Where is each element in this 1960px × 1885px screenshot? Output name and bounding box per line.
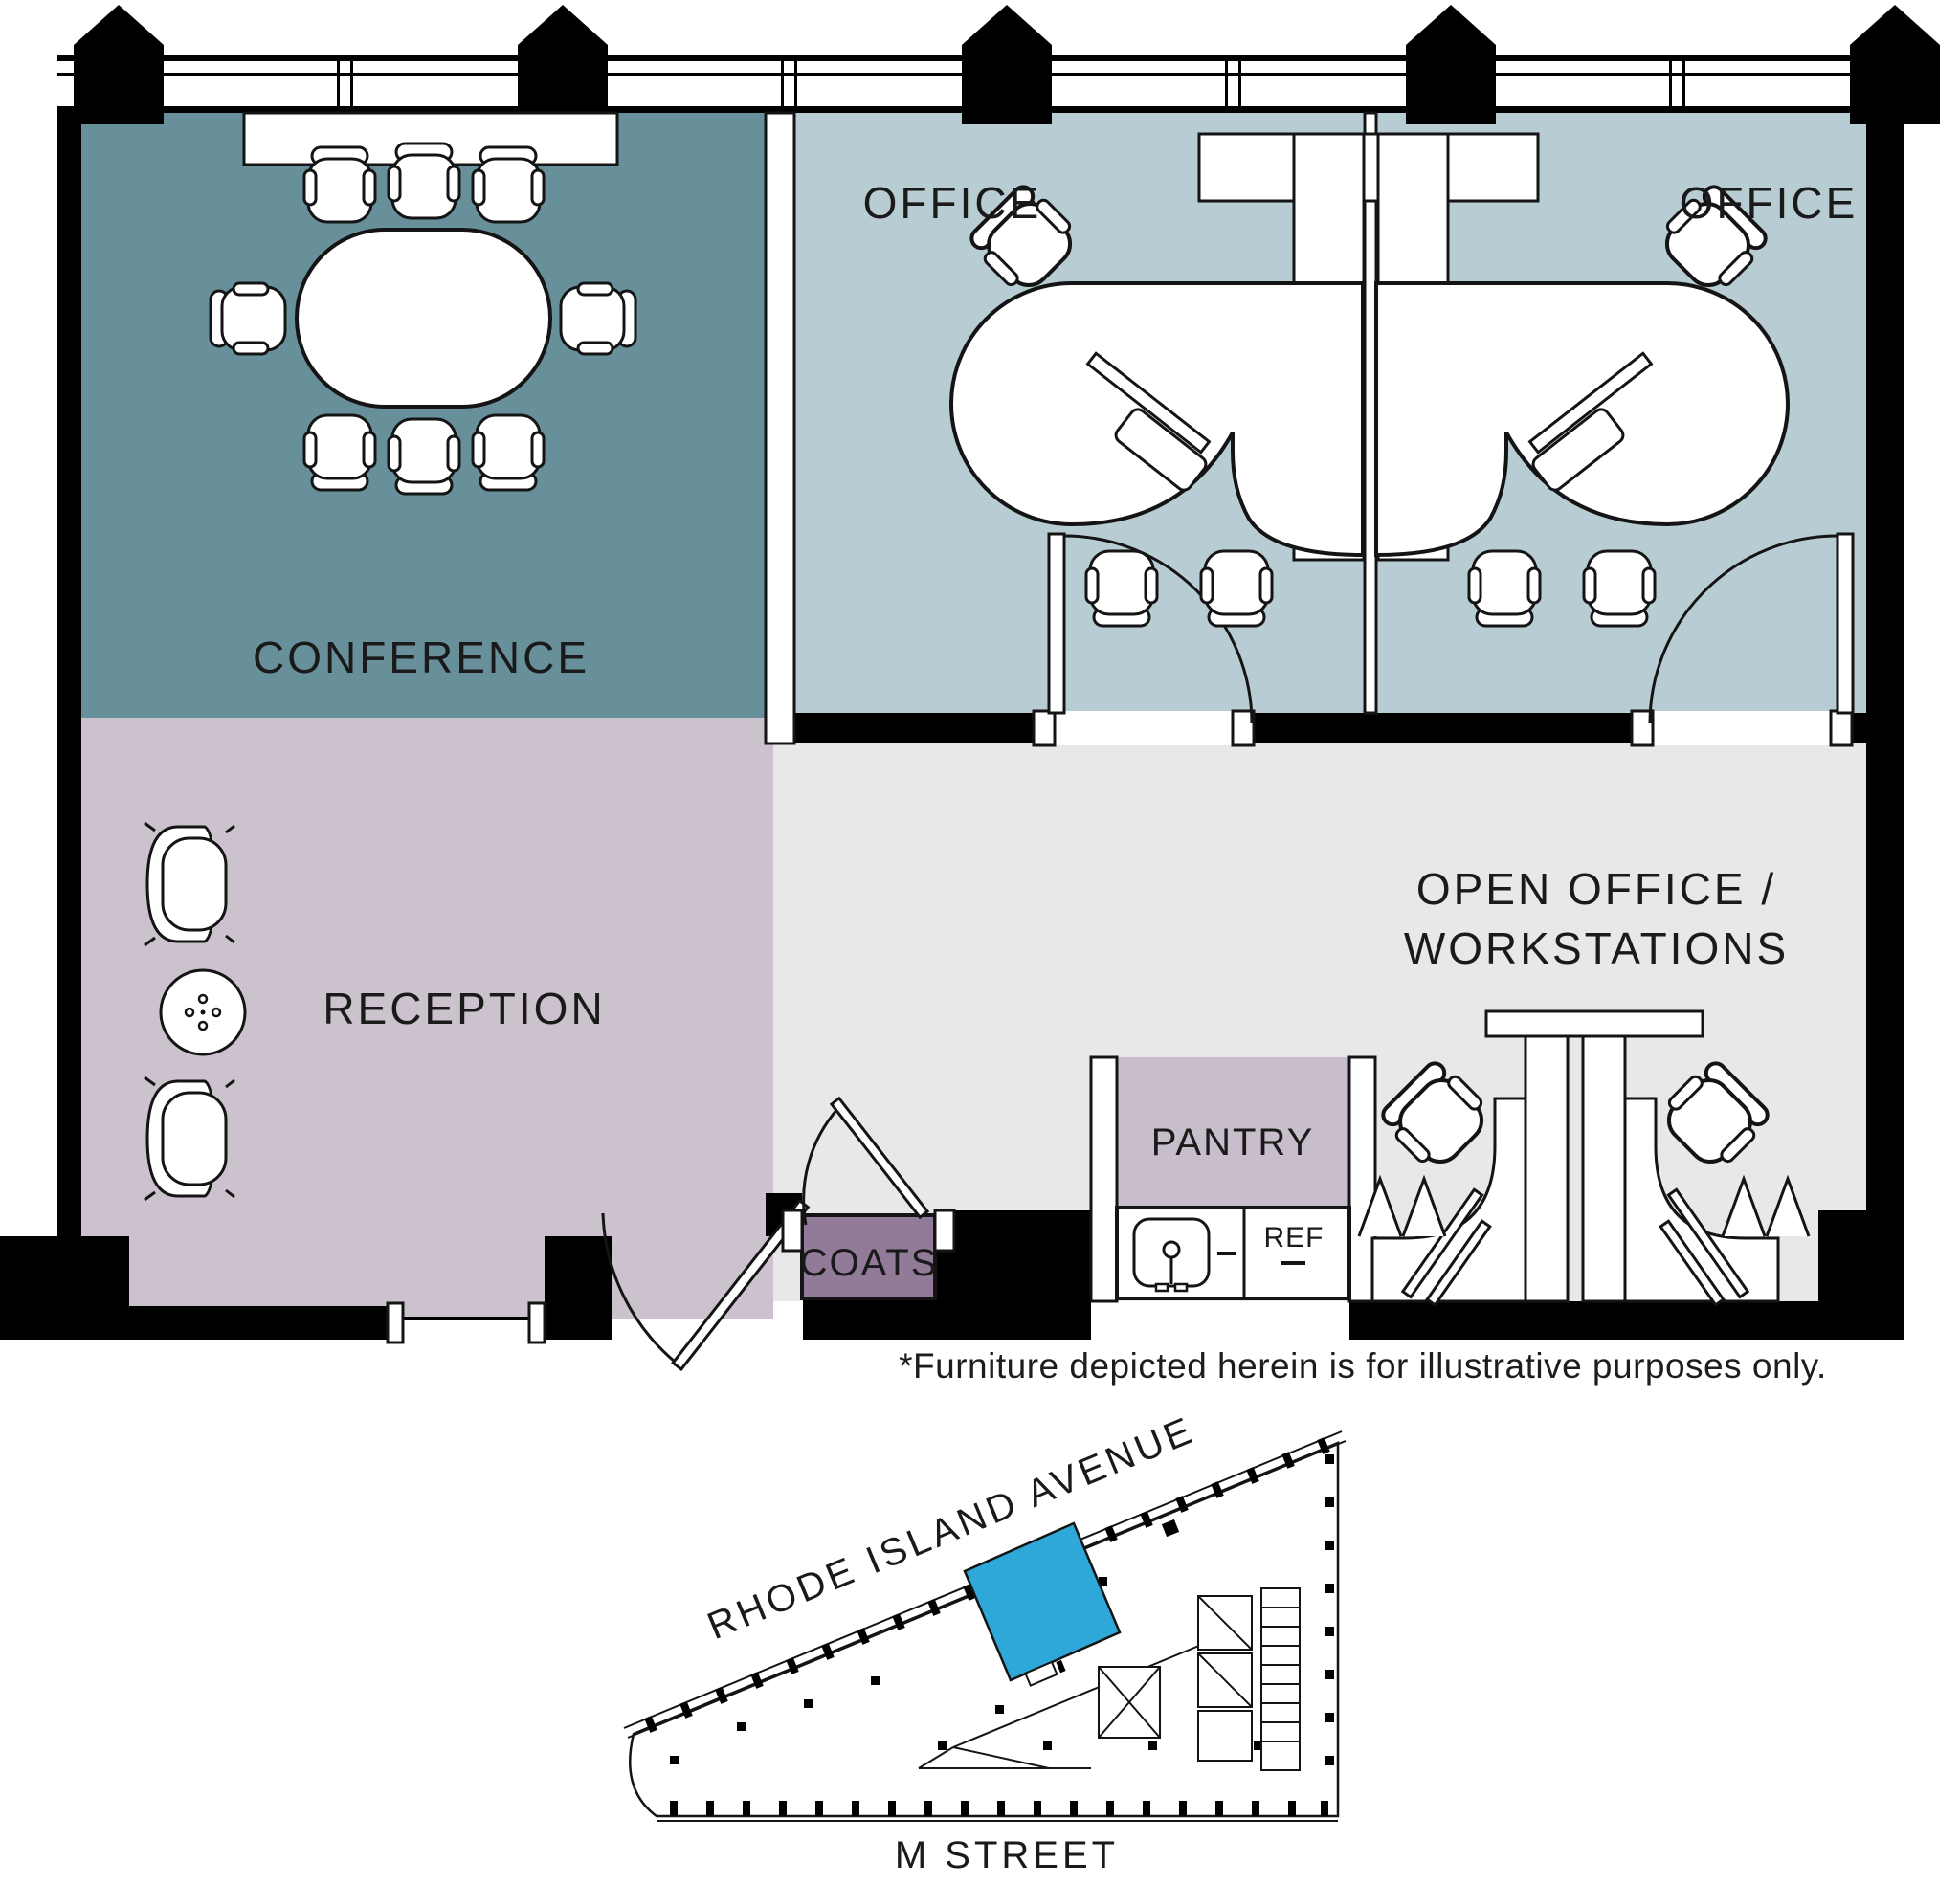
- reception-label: RECEPTION: [323, 984, 605, 1033]
- m-street-label: M STREET: [895, 1834, 1119, 1876]
- column-icon: [74, 5, 164, 124]
- guest-chair-icon: [1084, 549, 1159, 628]
- office-left-label: OFFICE: [863, 178, 1042, 228]
- keyboard-arm-icon: [1425, 1219, 1492, 1307]
- paper-tray-icon: [1357, 1174, 1447, 1237]
- coats-door-jamb: [781, 1209, 804, 1253]
- open-office-label-line1: OPEN OFFICE /: [1416, 864, 1776, 914]
- column-icon: [962, 5, 1052, 124]
- keyboard-arm-icon: [1659, 1219, 1726, 1307]
- conference-chair-icon: [387, 417, 461, 496]
- conference-chair-icon: [209, 281, 287, 356]
- window-wall: [57, 5, 1940, 124]
- conference-table: [295, 228, 552, 409]
- pantry-wall: [1348, 1055, 1377, 1303]
- panel: [1524, 1034, 1570, 1303]
- counter-dash: [1217, 1252, 1236, 1255]
- coats-door: [802, 1096, 930, 1226]
- pantry-area: [1117, 1057, 1349, 1208]
- conference-chair-icon: [387, 142, 461, 220]
- coats-label: COATS: [800, 1242, 939, 1284]
- m-street-column-ticks: [670, 1801, 1328, 1816]
- column-icon: [518, 5, 608, 124]
- exterior-walls: [0, 106, 1904, 1340]
- coats-door-jamb: [933, 1209, 956, 1253]
- keyboard-arm-icon: [1666, 1187, 1750, 1299]
- monitor-icon: [1085, 351, 1212, 455]
- entry-door-jambs: [386, 1301, 546, 1344]
- building-outline: [628, 1441, 1340, 1818]
- conference-chair-icon: [559, 281, 637, 356]
- workstation-desk: [1370, 1097, 1527, 1303]
- open-office-label-line2: WORKSTATIONS: [1404, 923, 1789, 973]
- conference-label: CONFERENCE: [253, 632, 590, 682]
- suite-entry-notch: [1024, 1659, 1066, 1687]
- workstation-desk: [1623, 1097, 1780, 1303]
- keyboard-arm-icon: [1400, 1187, 1484, 1299]
- conference-chair-icon: [302, 413, 377, 492]
- guest-chair-icon: [1582, 549, 1657, 628]
- highlighted-suite: [963, 1521, 1122, 1682]
- interior-columns: [670, 1519, 1262, 1764]
- workstations: [1357, 1009, 1811, 1307]
- coats-closet: [800, 1213, 937, 1300]
- site-plan: RHODE ISLAND AVENUE M STREET: [623, 1408, 1347, 1876]
- panel-cap: [1484, 1009, 1704, 1038]
- office-right-label: OFFICE: [1680, 178, 1859, 228]
- conference-chair-icon: [471, 413, 546, 492]
- window-mullion-icon: [337, 55, 1685, 113]
- guest-chair-icon: [1199, 549, 1274, 628]
- building-core: [918, 1587, 1301, 1771]
- office-credenza: [1197, 132, 1540, 203]
- keyboard-tray-icon: [1531, 408, 1625, 492]
- keyboard-tray-icon: [1114, 408, 1208, 492]
- footnote: *Furniture depicted herein is for illust…: [899, 1346, 1827, 1386]
- guest-chair-icon: [1467, 549, 1542, 628]
- pantry-label: PANTRY: [1151, 1121, 1315, 1164]
- sink-icon: [1132, 1217, 1211, 1293]
- conference-chair-icon: [471, 145, 546, 224]
- column-icon: [1850, 5, 1940, 124]
- monitor-icon: [1527, 351, 1654, 455]
- right-edge-columns: [1325, 1454, 1334, 1765]
- ref-label: REF: [1264, 1222, 1325, 1253]
- side-table-icon: [159, 968, 247, 1056]
- conference-chair-icon: [302, 145, 377, 224]
- conference-office-wall: [764, 111, 796, 745]
- pantry-wall: [1089, 1055, 1119, 1303]
- office-right-door: [1648, 532, 1855, 724]
- office-left-door: [1047, 532, 1254, 724]
- office-front-wall: [794, 709, 1866, 747]
- panel: [1581, 1034, 1627, 1303]
- column-icon: [1406, 5, 1496, 124]
- paper-tray-icon: [1721, 1174, 1811, 1237]
- ref-dash: [1281, 1261, 1305, 1265]
